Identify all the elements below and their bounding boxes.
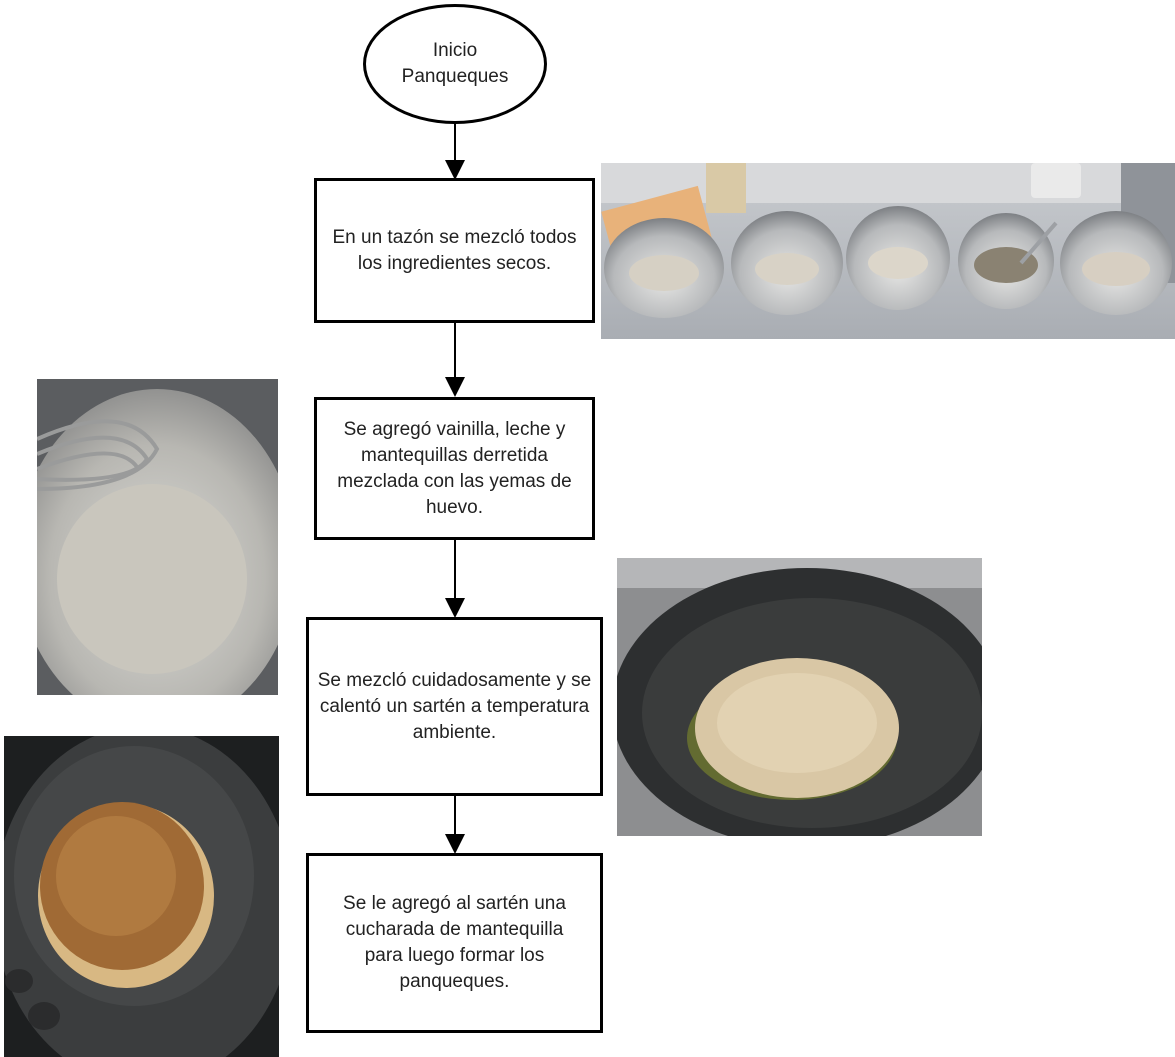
- start-node-label: Inicio Panqueques: [401, 40, 509, 87]
- bowls: [604, 206, 1172, 318]
- step-3-label: Se mezcló cuidadosamente y se calentó un…: [317, 669, 592, 743]
- step-2-box: Se agregó vainilla, leche y mantequillas…: [314, 397, 595, 540]
- step-2-label: Se agregó vainilla, leche y mantequillas…: [337, 418, 572, 518]
- start-node: Inicio Panqueques: [363, 4, 547, 124]
- photo-whisk-bowl: [37, 379, 278, 695]
- step-1-box: En un tazón se mezcló todos los ingredie…: [314, 178, 595, 323]
- photo-cooked-pancake: [4, 736, 279, 1057]
- step-4-box: Se le agregó al sartén una cucharada de …: [306, 853, 603, 1033]
- step-1-label: En un tazón se mezcló todos los ingredie…: [332, 226, 577, 274]
- photo-batter-pan: [617, 558, 982, 836]
- step-4-label: Se le agregó al sartén una cucharada de …: [343, 893, 566, 992]
- step-3-box: Se mezcló cuidadosamente y se calentó un…: [306, 617, 603, 796]
- photo-bowls: [601, 163, 1175, 339]
